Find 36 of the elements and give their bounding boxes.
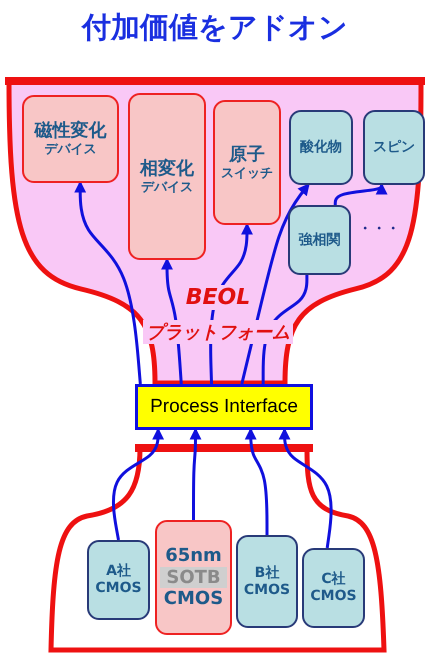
box-text: 磁性変化 <box>34 120 106 142</box>
box-text: B社 CMOS <box>242 564 292 598</box>
box-text: 酸化物 <box>300 139 342 156</box>
box-text: スイッチ <box>221 166 273 182</box>
box-text: デバイス <box>141 180 193 196</box>
device-box <box>288 205 351 275</box>
box-text: 強相関 <box>298 232 340 248</box>
device-box <box>213 100 281 225</box>
arrow <box>278 428 333 548</box>
arrow <box>244 428 268 535</box>
arrow <box>240 183 310 384</box>
device-box <box>87 540 150 620</box>
arrow <box>190 428 202 520</box>
box-text: CMOS <box>164 588 224 610</box>
box-text: デバイス <box>44 142 96 158</box>
device-box <box>363 110 425 185</box>
box-text: スピン <box>373 139 415 156</box>
ellipsis-text: ・・・ <box>358 220 400 238</box>
arrow <box>334 182 388 205</box>
box-text: C社 CMOS <box>309 571 358 605</box>
device-box <box>155 520 232 635</box>
device-box <box>22 95 119 183</box>
arrow <box>74 180 142 384</box>
box-text: 相変化 <box>140 158 194 180</box>
box-text: 65nm <box>165 545 222 567</box>
arrow <box>112 428 164 540</box>
highlighted-text: SOTB <box>160 567 227 588</box>
device-box <box>289 110 353 185</box>
platform-label: プラットフォーム <box>143 320 293 344</box>
title: 付加価値をアドオン <box>80 9 349 46</box>
box-text: A社 CMOS <box>94 563 143 597</box>
device-box <box>236 535 298 628</box>
device-box <box>128 93 206 260</box>
device-box <box>302 548 365 628</box>
interface-box: Process Interface <box>135 384 313 430</box>
box-text: 原子 <box>229 144 265 166</box>
